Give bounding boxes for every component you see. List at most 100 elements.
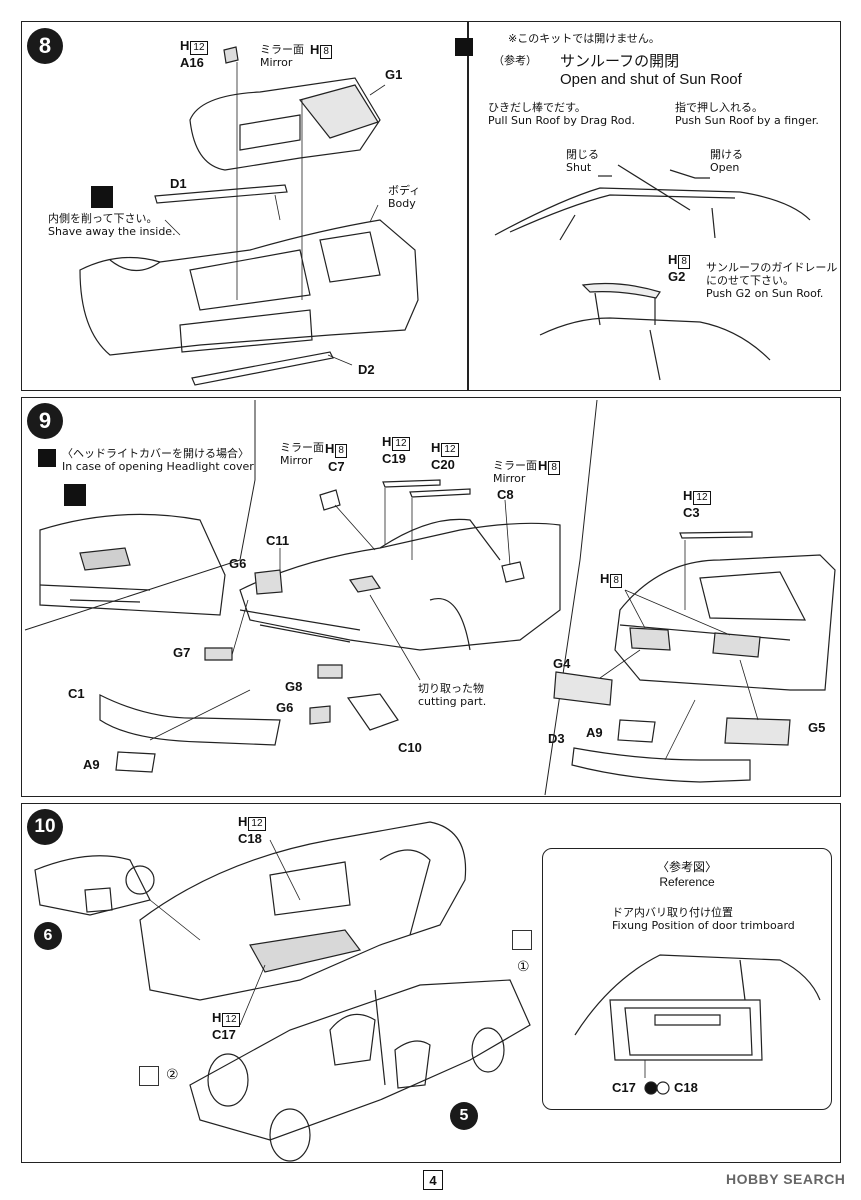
reference-door-drawing	[574, 954, 821, 1095]
step9-number: 9	[27, 403, 63, 439]
step8-divider	[467, 21, 469, 391]
sunroof-open-diagram	[494, 164, 811, 241]
shave-note: 内側を削って下さい。Shave away the inside.	[48, 212, 176, 238]
subassembly-5: 5	[450, 1102, 478, 1130]
part-c8-drawing	[501, 561, 525, 583]
body-drawing	[79, 219, 419, 356]
a9b-label: A9	[586, 725, 603, 740]
step9-divider-right	[544, 399, 598, 796]
step8-number: 8	[27, 28, 63, 64]
step8-panel	[21, 21, 841, 391]
subassembly-6: 6	[34, 922, 62, 950]
sunroof-g2-diagram	[539, 282, 771, 381]
ref-c17-label: C17	[612, 1080, 636, 1095]
sunroof-title: サンルーフの開閉 Open and shut of Sun Roof	[560, 52, 742, 88]
interior-body-drawing	[139, 821, 467, 1001]
watermark: HOBBY SEARCH	[726, 1171, 846, 1187]
c1-label: C1	[68, 686, 85, 701]
a9-label: A9	[83, 757, 100, 772]
part-c3-drawing	[679, 531, 753, 539]
g6b-label: G6	[276, 700, 294, 715]
part-g5-drawing	[724, 717, 791, 746]
chassis-drawing	[189, 979, 531, 1162]
push-note: 指で押し入れる。Push Sun Roof by a finger.	[675, 101, 819, 127]
c8-label: C8	[497, 487, 514, 502]
g5-label: G5	[808, 720, 826, 735]
glue-icon-2	[139, 1066, 159, 1086]
page-number: 4	[423, 1170, 443, 1190]
c7-label: C7	[328, 459, 345, 474]
reference-tag: （参考）	[493, 54, 537, 67]
reference-icon	[38, 449, 56, 467]
part-g7-drawing	[204, 647, 233, 661]
d3-label: D3	[548, 731, 565, 746]
glue-icon-1	[512, 930, 532, 950]
cut-icon	[64, 484, 86, 506]
glue-order-2: ②	[166, 1066, 179, 1082]
reference-icon	[455, 38, 473, 56]
c11-label: C11	[266, 533, 290, 548]
roof-g1-drawing	[189, 77, 381, 171]
g8-label: G8	[285, 679, 303, 694]
c10-label: C10	[398, 740, 422, 755]
part-a9b-drawing	[617, 719, 656, 743]
dashboard-drawing	[34, 855, 155, 916]
front-car-drawing	[239, 518, 561, 651]
step10-panel	[21, 803, 841, 1163]
rear-car-drawing	[614, 554, 836, 691]
step10-number: 10	[27, 809, 63, 845]
part-d2-drawing	[191, 351, 334, 386]
g7-label: G7	[173, 645, 191, 660]
part-c1-drawing	[99, 694, 281, 746]
part-g6-drawing	[254, 569, 283, 595]
step9-divider-left	[24, 400, 256, 631]
part-g8-drawing	[317, 664, 343, 679]
headlight-note: 〈ヘッドライトカバーを開ける場合〉In case of opening Head…	[62, 447, 254, 473]
cut-icon	[91, 186, 113, 208]
reference-box	[542, 848, 832, 1110]
headlight-inset-car	[39, 513, 226, 616]
reference-title: 〈参考図〉Reference	[656, 860, 717, 889]
part-a16-drawing	[223, 46, 239, 64]
part-c19-drawing	[382, 479, 441, 488]
part-d3-drawing	[571, 747, 751, 783]
part-g6b-drawing	[309, 705, 331, 725]
step9-panel	[21, 397, 841, 797]
pull-note: ひきだし棒でだす。Pull Sun Roof by Drag Rod.	[488, 101, 635, 127]
part-a9-drawing	[115, 751, 156, 773]
part-c10-drawing	[346, 693, 399, 731]
g1-label: G1	[385, 67, 403, 82]
g4-label: G4	[553, 656, 571, 671]
g6-label: G6	[229, 556, 247, 571]
part-d1-drawing	[154, 184, 288, 204]
part-g4-drawing	[553, 671, 613, 706]
part-c20-drawing	[409, 488, 471, 498]
not-open-note: ※このキットでは開けません。	[508, 32, 660, 45]
d2-label: D2	[358, 362, 375, 377]
guide-note: サンルーフのガイドレールにのせて下さい。Push G2 on Sun Roof.	[706, 261, 838, 300]
d1-label: D1	[170, 176, 187, 191]
glue-order-1: ①	[517, 958, 530, 974]
part-c7-drawing	[319, 489, 341, 511]
ref-c18-label: C18	[674, 1080, 698, 1095]
